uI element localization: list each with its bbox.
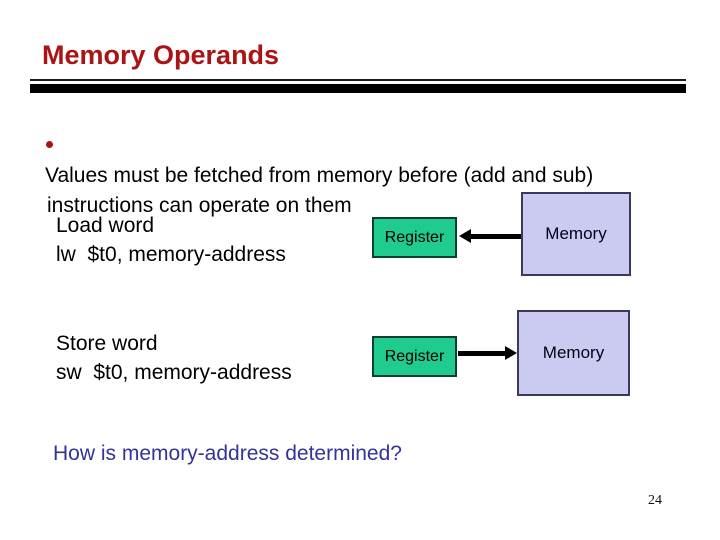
arrow-left-head <box>459 229 471 243</box>
store-word-instruction: sw $t0, memory-address <box>56 361 292 384</box>
load-word-title: Load word <box>56 214 155 237</box>
bullet-item: Values must be fetched from memory befor… <box>45 131 695 221</box>
store-register-label: Register <box>384 347 445 365</box>
store-word-text: Store word sw $t0, memory-address <box>56 329 292 387</box>
load-register-label: Register <box>384 228 445 246</box>
store-register-box: Register <box>372 336 457 377</box>
divider-thin-line <box>30 79 686 81</box>
title-divider <box>30 79 686 93</box>
bullet-text: Values must be fetched from memory befor… <box>45 161 695 221</box>
load-register-box: Register <box>372 217 457 258</box>
bullet-icon <box>46 141 53 148</box>
arrow-right-shaft <box>458 350 505 356</box>
bullet-text-line-1: Values must be fetched from memory befor… <box>45 164 594 187</box>
store-memory-label: Memory <box>542 343 605 362</box>
page-number: 24 <box>648 493 662 508</box>
load-word-text: Load word lw $t0, memory-address <box>56 211 286 269</box>
bullet-text-line-2: instructions can operate on them <box>47 194 352 217</box>
arrow-right-head <box>505 346 517 360</box>
arrow-left-shaft <box>471 233 521 239</box>
divider-thick-line <box>30 84 686 93</box>
store-word-title: Store word <box>56 332 158 355</box>
load-memory-box: Memory <box>521 192 631 276</box>
store-memory-box: Memory <box>517 310 630 396</box>
arrow-right-icon <box>458 346 517 360</box>
load-word-instruction: lw $t0, memory-address <box>56 243 286 266</box>
load-memory-label: Memory <box>545 224 607 243</box>
question-text: How is memory-address determined? <box>53 442 402 465</box>
arrow-left-icon <box>459 229 521 243</box>
page-title: Memory Operands <box>42 40 280 70</box>
